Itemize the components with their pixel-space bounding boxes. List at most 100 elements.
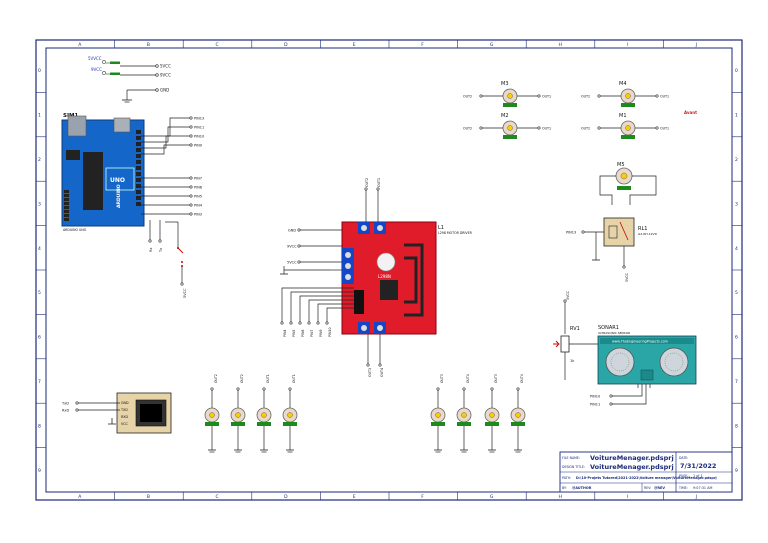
pot-ref: RV1 <box>570 326 580 332</box>
arduino-top-pin-label: PIN13 <box>194 117 204 121</box>
arduino-top-pin-label: PIN11 <box>194 126 204 130</box>
bt-pin-rx: RxD <box>62 409 70 413</box>
col-marker-bottom: J <box>695 494 697 500</box>
switch-vcc-label: 5VCC <box>183 288 187 298</box>
relay-sub: G2-RH-12VD <box>638 232 658 236</box>
vcc2-name: 9VCC <box>91 67 102 72</box>
tb-design-label: DESIGN TITLE: <box>562 465 585 469</box>
row-marker-left: 2 <box>38 157 41 163</box>
power-section: 5VVCC 5VCC 9VCC 9VCC GND <box>88 56 171 103</box>
arduino-brand: ARDUINO <box>116 184 122 208</box>
row-marker-right: 9 <box>735 468 738 474</box>
arduino-rxtx: Rx Tx 5VCC <box>148 220 187 298</box>
col-marker-bottom: C <box>216 494 219 500</box>
arduino-top-pin-label: PIN9 <box>194 144 202 148</box>
relay-box <box>603 217 635 247</box>
bt-port-label: GND <box>121 401 129 405</box>
arduino-mid-pin-label: PIN6 <box>194 186 202 190</box>
sonar-pin-1: PIN11 <box>590 403 600 407</box>
tb-page: 1 of 1 <box>693 474 703 478</box>
row-marker-right: 7 <box>735 379 738 385</box>
row-marker-left: 9 <box>38 468 41 474</box>
col-marker-bottom: A <box>78 494 82 500</box>
bt-port-label: VCC <box>121 422 129 426</box>
col-marker-top: C <box>216 42 219 48</box>
bottom-motor-left-4: OUT1 <box>282 374 298 453</box>
row-marker-right: 2 <box>735 157 738 163</box>
motor-ref: M3 <box>501 81 509 87</box>
pot-sonar: 5VCC RV1 1k SONAR1 ULTRASONIC SENSOR www… <box>553 290 697 407</box>
bottom-motor-right-1: OUT3 <box>430 374 446 453</box>
tb-date: 7/31/2022 <box>680 462 716 470</box>
tb-page-label: PAGE: <box>679 474 688 478</box>
bottom-motor-right-label: OUT4 <box>466 374 470 383</box>
col-marker-bottom: E <box>353 494 356 500</box>
arduino-uno[interactable]: SIM1 UNO ARDUINO ARDUINO UNO <box>61 113 145 232</box>
vcc1-val: 5VCC <box>160 64 171 69</box>
bottom-motor-left-2: OUT2 <box>230 374 246 453</box>
tb-path-label: PATH: <box>562 476 571 480</box>
arduino-mid-pin-label: PIN7 <box>194 177 202 181</box>
bottom-motor-left-1: OUT2 <box>204 374 220 453</box>
bottom-motor-right-2: OUT4 <box>456 374 472 453</box>
pot-val: 1k <box>570 359 575 363</box>
bt-port-label: RXD <box>121 415 129 419</box>
arduino-mid-pin-label: PIN5 <box>194 195 202 199</box>
col-marker-top: I <box>627 42 628 48</box>
row-marker-right: 6 <box>735 335 738 341</box>
row-marker-right: 1 <box>735 113 738 119</box>
sonar-pin-0: PIN10 <box>590 395 600 399</box>
motor-left-label: OUT2 <box>581 95 590 99</box>
gnd-label: GND <box>160 88 169 93</box>
bottom-motor-left-label: OUT2 <box>214 374 218 383</box>
pot-vcc: 5VCC <box>566 290 570 300</box>
bottom-motor-left-label: OUT2 <box>240 374 244 383</box>
arduino-top-pin-label: PIN10 <box>194 135 204 139</box>
arduino-sub: ARDUINO UNO <box>63 228 87 232</box>
driver-bottom-pin-label: PIN5 <box>292 329 296 337</box>
col-marker-top: D <box>284 42 288 48</box>
motor-left-label: OUT2 <box>463 95 472 99</box>
row-marker-right: 8 <box>735 423 738 429</box>
driver-left-gnd: GND <box>288 229 296 233</box>
tb-file: VoitureMenager.pdsprj <box>590 454 674 462</box>
row-marker-right: 5 <box>735 290 738 296</box>
col-marker-bottom: I <box>627 494 628 500</box>
motor-ref: M1 <box>619 113 627 119</box>
motor-right-label: OUT1 <box>660 95 669 99</box>
col-marker-top: B <box>147 42 150 48</box>
col-marker-top: A <box>78 42 82 48</box>
col-marker-top: G <box>490 42 494 48</box>
row-marker-left: 7 <box>38 379 41 385</box>
bottom-motor-right-label: OUT3 <box>494 374 498 383</box>
driver-out4: OUT4 <box>380 368 384 377</box>
col-marker-top: E <box>353 42 356 48</box>
relay-vcc: 5VCC <box>625 272 629 282</box>
driver-top-label-0: OUT2 <box>365 178 369 187</box>
row-marker-left: 4 <box>38 246 41 252</box>
row-marker-right: 0 <box>735 68 738 74</box>
tb-path: D:\10-Projets Tutored\2021-2022\Voiture … <box>576 476 717 480</box>
l298-driver[interactable]: L1 L298 MOTOR DRIVER L298N <box>341 221 473 335</box>
row-marker-right: 3 <box>735 201 738 207</box>
tx-label: Tx <box>159 248 163 253</box>
tb-by-label: BY: <box>562 486 567 490</box>
row-marker-left: 3 <box>38 201 41 207</box>
driver-bottom-pin-label: PIN4 <box>283 329 287 337</box>
tb-file-label: FILE NAME: <box>562 456 580 460</box>
row-marker-left: 1 <box>38 113 41 119</box>
col-marker-bottom: B <box>147 494 150 500</box>
motor-left-label: OUT2 <box>463 127 472 131</box>
driver-sub: L298 MOTOR DRIVER <box>438 231 473 235</box>
driver-bottom-pin-label: PIN9 <box>319 329 323 337</box>
bottom-motor-right-3: OUT3 <box>484 374 500 453</box>
driver-out3: OUT3 <box>368 368 372 377</box>
